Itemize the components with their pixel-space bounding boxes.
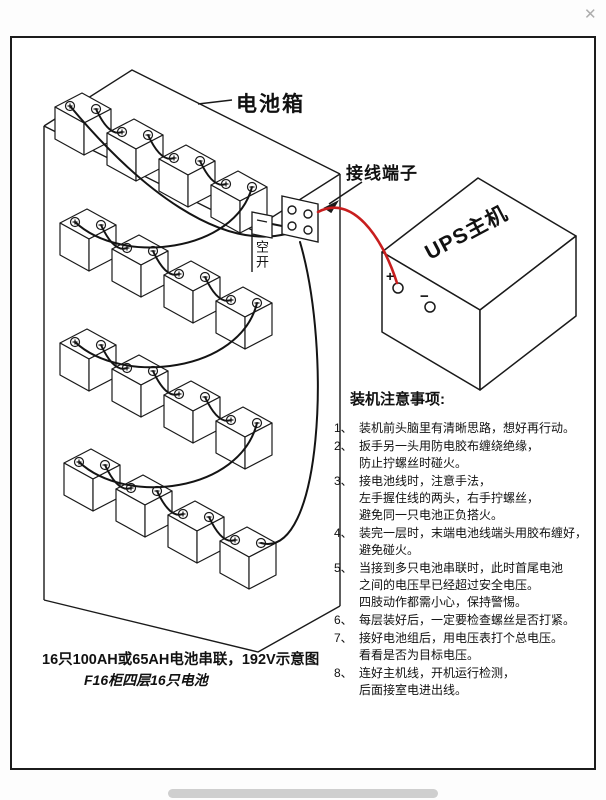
note-text: 当接到多只电池串联时，此时首尾电池 之间的电压早已经超过安全电压。 四肢动作都需… — [359, 561, 564, 609]
note-number: 7、 — [334, 631, 353, 645]
note-number: 3、 — [334, 474, 353, 488]
caption-line1: 16只100AH或65AH电池串联，192V示意图 — [42, 652, 320, 668]
note-number: 1、 — [334, 421, 353, 435]
close-icon[interactable]: ✕ — [584, 6, 597, 23]
note-item: 7、接好电池组后，用电压表打个总电压。 看看是否为目标电压。 — [334, 630, 596, 664]
note-text: 接电池线时，注意手法， 左手握住线的两头，右手拧螺丝， 避免同一只电池正负搭火。 — [359, 474, 540, 522]
note-item: 6、每层装好后，一定要检查螺丝是否打紧。 — [334, 612, 596, 629]
caption-line2: F16柜四层16只电池 — [84, 672, 208, 688]
note-text: 装完一层时，末端电池线端头用胶布缠好， 避免碰火。 — [359, 526, 588, 557]
note-number: 8、 — [334, 666, 353, 680]
note-item: 4、装完一层时，末端电池线端头用胶布缠好， 避免碰火。 — [334, 525, 596, 559]
note-number: 5、 — [334, 561, 353, 575]
breaker-label: 空开 — [254, 240, 269, 270]
note-item: 1、装机前头脑里有清晰思路，想好再行动。 — [334, 420, 596, 437]
note-text: 连好主机线，开机运行检测， 后面接室电进出线。 — [359, 666, 516, 697]
home-indicator — [168, 789, 438, 798]
notes-title: 装机注意事项: — [350, 391, 445, 408]
note-number: 4、 — [334, 526, 353, 540]
note-number: 6、 — [334, 613, 353, 627]
note-number: 2、 — [334, 439, 353, 453]
ups-minus-mark: − — [420, 288, 429, 305]
note-text: 每层装好后，一定要检查螺丝是否打紧。 — [359, 613, 576, 627]
battery-box-label: 电池箱 — [236, 93, 305, 116]
terminal-block-label: 接线端子 — [346, 164, 418, 183]
note-text: 扳手另一头用防电胶布缠绕绝缘， 防止拧螺丝时碰火。 — [359, 439, 540, 470]
note-text: 装机前头脑里有清晰思路，想好再行动。 — [359, 421, 576, 435]
note-item: 3、接电池线时，注意手法， 左手握住线的两头，右手拧螺丝， 避免同一只电池正负搭… — [334, 473, 596, 524]
installation-notes: 1、装机前头脑里有清晰思路，想好再行动。 2、扳手另一头用防电胶布缠绕绝缘， 防… — [334, 420, 596, 700]
ups-plus-mark: + — [386, 268, 395, 284]
note-item: 8、连好主机线，开机运行检测， 后面接室电进出线。 — [334, 665, 596, 699]
note-item: 2、扳手另一头用防电胶布缠绕绝缘， 防止拧螺丝时碰火。 — [334, 438, 596, 472]
note-text: 接好电池组后，用电压表打个总电压。 看看是否为目标电压。 — [359, 631, 564, 662]
note-item: 5、当接到多只电池串联时，此时首尾电池 之间的电压早已经超过安全电压。 四肢动作… — [334, 560, 596, 611]
